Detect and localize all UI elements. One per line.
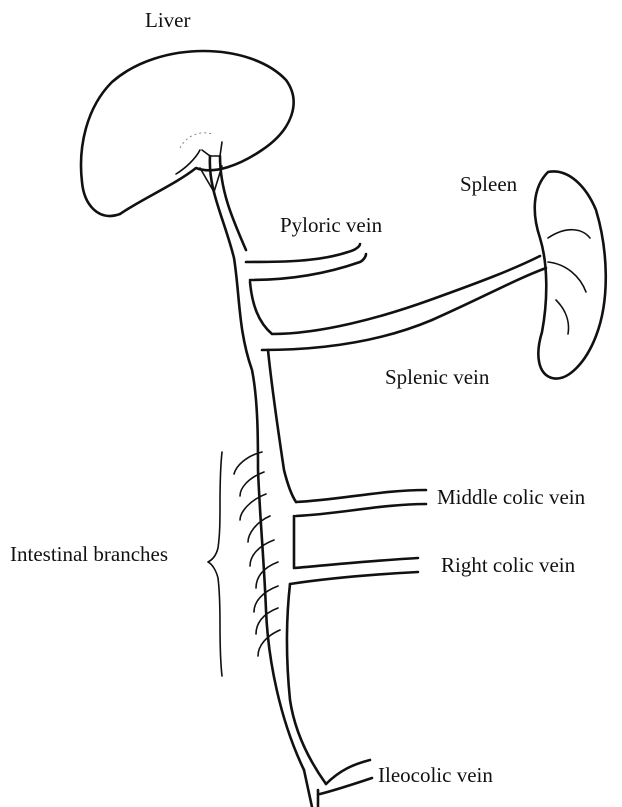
label-splenic-vein: Splenic vein: [385, 367, 489, 388]
intestinal-branch-arcs: [234, 452, 280, 656]
liver-notch: [180, 133, 212, 148]
label-middle-colic-vein: Middle colic vein: [437, 487, 585, 508]
label-liver: Liver: [145, 10, 190, 31]
label-pyloric-vein: Pyloric vein: [280, 215, 382, 236]
label-spleen: Spleen: [460, 174, 517, 195]
gallbladder-fold: [176, 150, 200, 174]
spleen-hilum: [548, 230, 590, 334]
pyloric-vein: [246, 244, 366, 280]
portal-trunk-right-lower: [268, 350, 296, 502]
middle-colic-vein: [296, 490, 426, 516]
splenic-vein-upper: [250, 256, 540, 334]
portal-trunk-left-wall: [210, 156, 304, 770]
portal-trunk-right-wall: [220, 156, 246, 250]
liver-outline: [81, 51, 294, 216]
label-ileocolic-vein: Ileocolic vein: [378, 765, 493, 786]
label-right-colic-vein: Right colic vein: [441, 555, 575, 576]
portal-trunk-lower-right: [287, 584, 326, 784]
spleen-outline: [535, 171, 606, 378]
label-intestinal-branches: Intestinal branches: [10, 544, 168, 565]
right-colic-vein: [290, 516, 418, 584]
intestinal-branches-brace: [208, 452, 222, 676]
